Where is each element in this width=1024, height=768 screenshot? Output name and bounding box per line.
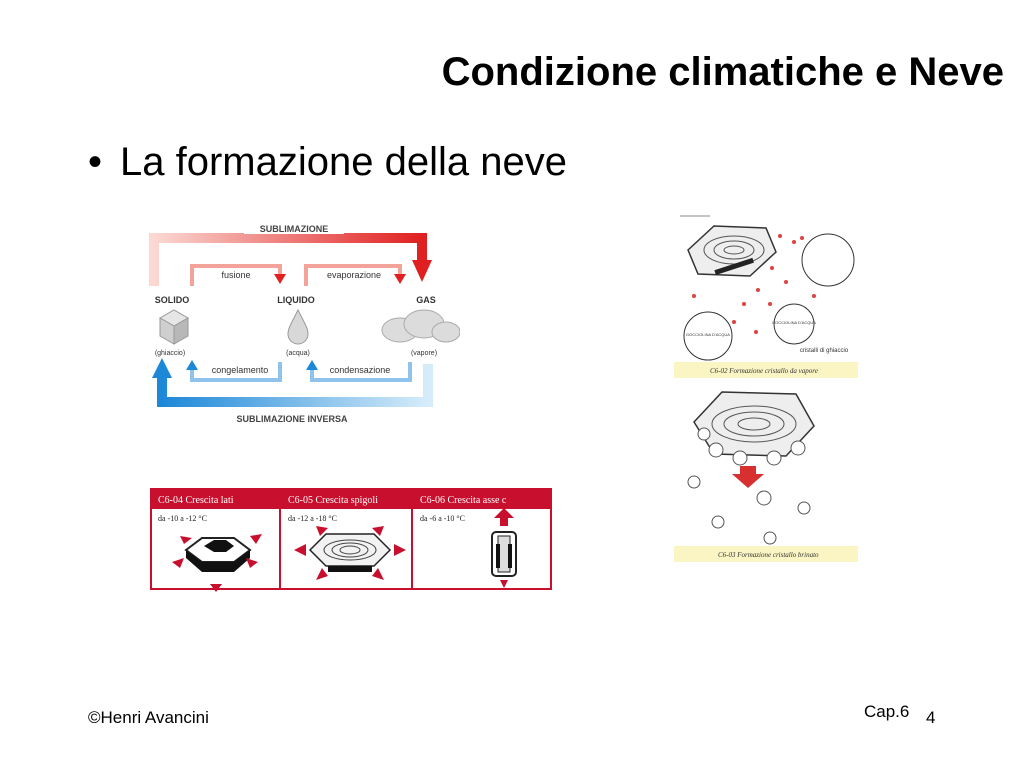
table-header-sides: C6-04 Crescita lati (158, 495, 234, 506)
vapor-crystal-figure: GOCCIOLINA D'ACQUA GOCCIOLINA D'ACQUA cr… (674, 215, 858, 378)
gas-label: GAS (416, 295, 436, 305)
caption-1-bg (674, 362, 858, 378)
sublimation-arrowhead-icon (412, 260, 432, 282)
table-header-edges: C6-05 Crescita spigoli (288, 495, 378, 506)
table-range-sides: da -10 a -12 °C (158, 514, 207, 523)
column-axis-growth-icon (491, 508, 517, 588)
bullet-dot-icon: • (88, 140, 103, 184)
crystal-growth-table: C6-04 Crescita lati C6-05 Crescita spigo… (150, 488, 552, 592)
footer-author: ©Henri Avancini (88, 708, 209, 727)
freezing-label: congelamento (212, 365, 269, 375)
fusion-arrowhead-icon (274, 274, 286, 284)
condensation-label: condensazione (330, 365, 391, 375)
inverse-sublimation-label: SUBLIMAZIONE INVERSA (236, 414, 348, 424)
liquid-label: LIQUIDO (277, 295, 315, 305)
caption-2-bg (674, 546, 858, 562)
table-range-axis: da -6 a -10 °C (420, 514, 465, 523)
down-arrow-icon (732, 466, 764, 488)
crystal-formation-figures: GOCCIOLINA D'ACQUA GOCCIOLINA D'ACQUA cr… (674, 215, 858, 562)
rime-crystal-figure: C6-03 Formazione cristallo brinato (674, 391, 858, 562)
fusion-label: fusione (221, 270, 250, 280)
page-number: 4 (926, 708, 936, 727)
freezing-arrowhead-icon (186, 360, 198, 370)
droplet-label-b: GOCCIOLINA D'ACQUA (772, 320, 816, 325)
footer-chapter: Cap.6 (864, 702, 910, 721)
inverse-sublimation-arrowhead-icon (152, 358, 172, 378)
ice-cube-icon (158, 309, 190, 345)
cloud-icon (381, 309, 460, 343)
evaporation-arrowhead-icon (394, 274, 406, 284)
phase-change-diagram: SUBLIMAZIONE fusione evaporazione SOLIDO… (149, 222, 460, 424)
ice-crystals-label: cristalli di ghiaccio (800, 348, 849, 354)
sublimation-arrow (149, 233, 427, 286)
condensation-arrowhead-icon (306, 360, 318, 370)
sublimation-label: SUBLIMAZIONE (260, 224, 329, 234)
evaporation-label: evaporazione (327, 270, 381, 280)
solid-sub-label: (ghiaccio) (155, 350, 185, 357)
inverse-sublimation-arrow (157, 364, 433, 407)
liquid-sub-label: (acqua) (286, 350, 310, 357)
table-header-axis: C6-06 Crescita asse c (420, 495, 507, 506)
solid-label: SOLIDO (155, 295, 190, 305)
hexagon-edges-growth-icon (294, 526, 406, 580)
gas-sub-label: (vapore) (411, 350, 437, 357)
droplet-label-a: GOCCIOLINA D'ACQUA (686, 332, 730, 337)
hexagon-sides-growth-icon (172, 534, 262, 592)
bullet-text: La formazione della neve (120, 140, 567, 184)
bullet-item: • La formazione della neve (88, 140, 567, 185)
caption-2: C6-03 Formazione cristallo brinato (718, 551, 819, 559)
table-range-edges: da -12 a -18 °C (288, 514, 337, 523)
slide-title: Condizione climatiche e Neve (441, 50, 1004, 94)
water-drop-icon (287, 308, 309, 345)
caption-1: C6-02 Formazione cristallo da vapore (710, 367, 818, 375)
